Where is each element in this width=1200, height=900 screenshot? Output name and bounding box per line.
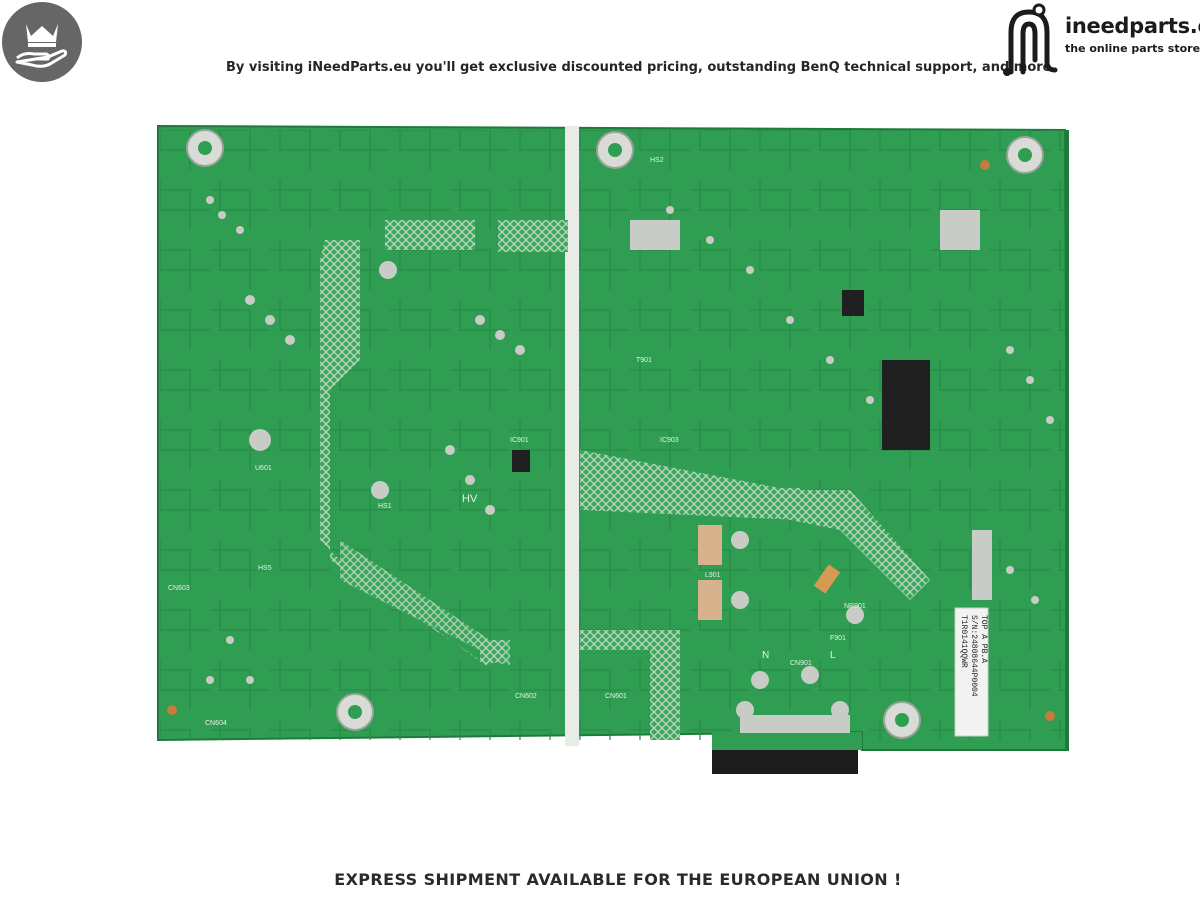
crown-hand-icon	[15, 24, 68, 68]
label-cn603: CN603	[168, 585, 190, 592]
sticker-line-3: TOP A PB.A	[979, 615, 988, 663]
label-cn601: CN601	[605, 693, 627, 700]
label-n: N	[762, 650, 769, 661]
label-ic903: IC903	[660, 437, 679, 444]
label-ic901: IC901	[510, 437, 529, 444]
sticker-line-2: S/N:24808644P0004	[969, 615, 978, 697]
sticker-line-1: T1R0141QQWR	[959, 615, 968, 668]
pcb-image: T1R0141QQWR S/N:24808644P0004 TOP A PB.A…	[157, 124, 1070, 774]
label-nr901: NR901	[844, 603, 866, 610]
logo-subtitle: the online parts store	[1065, 42, 1200, 55]
label-cn901: CN901	[790, 660, 812, 667]
label-cn604: CN604	[205, 720, 227, 727]
label-l901: L901	[705, 572, 721, 579]
label-cn602: CN602	[515, 693, 537, 700]
label-f901: F901	[830, 635, 846, 642]
label-u601: U601	[255, 465, 272, 472]
promo-tagline: By visiting iNeedParts.eu you'll get exc…	[226, 60, 1052, 75]
label-hs5: HS5	[258, 565, 272, 572]
label-t901: T901	[636, 357, 652, 364]
logo-name: ineedparts.eu	[1065, 14, 1200, 38]
shipping-notice: EXPRESS SHIPMENT AVAILABLE FOR THE EUROP…	[334, 870, 902, 889]
label-l: L	[830, 650, 836, 661]
crown-hand-badge	[2, 2, 82, 82]
label-hs2: HS2	[650, 157, 664, 164]
ineedparts-logo-link[interactable]: ineedparts.eu the online parts store	[1003, 2, 1200, 77]
power-board-photo: T1R0141QQWR S/N:24808644P0004 TOP A PB.A…	[150, 120, 1075, 785]
label-hs1: HS1	[378, 503, 392, 510]
label-hv: HV	[462, 493, 478, 505]
ineedparts-logo-icon	[1003, 3, 1058, 76]
